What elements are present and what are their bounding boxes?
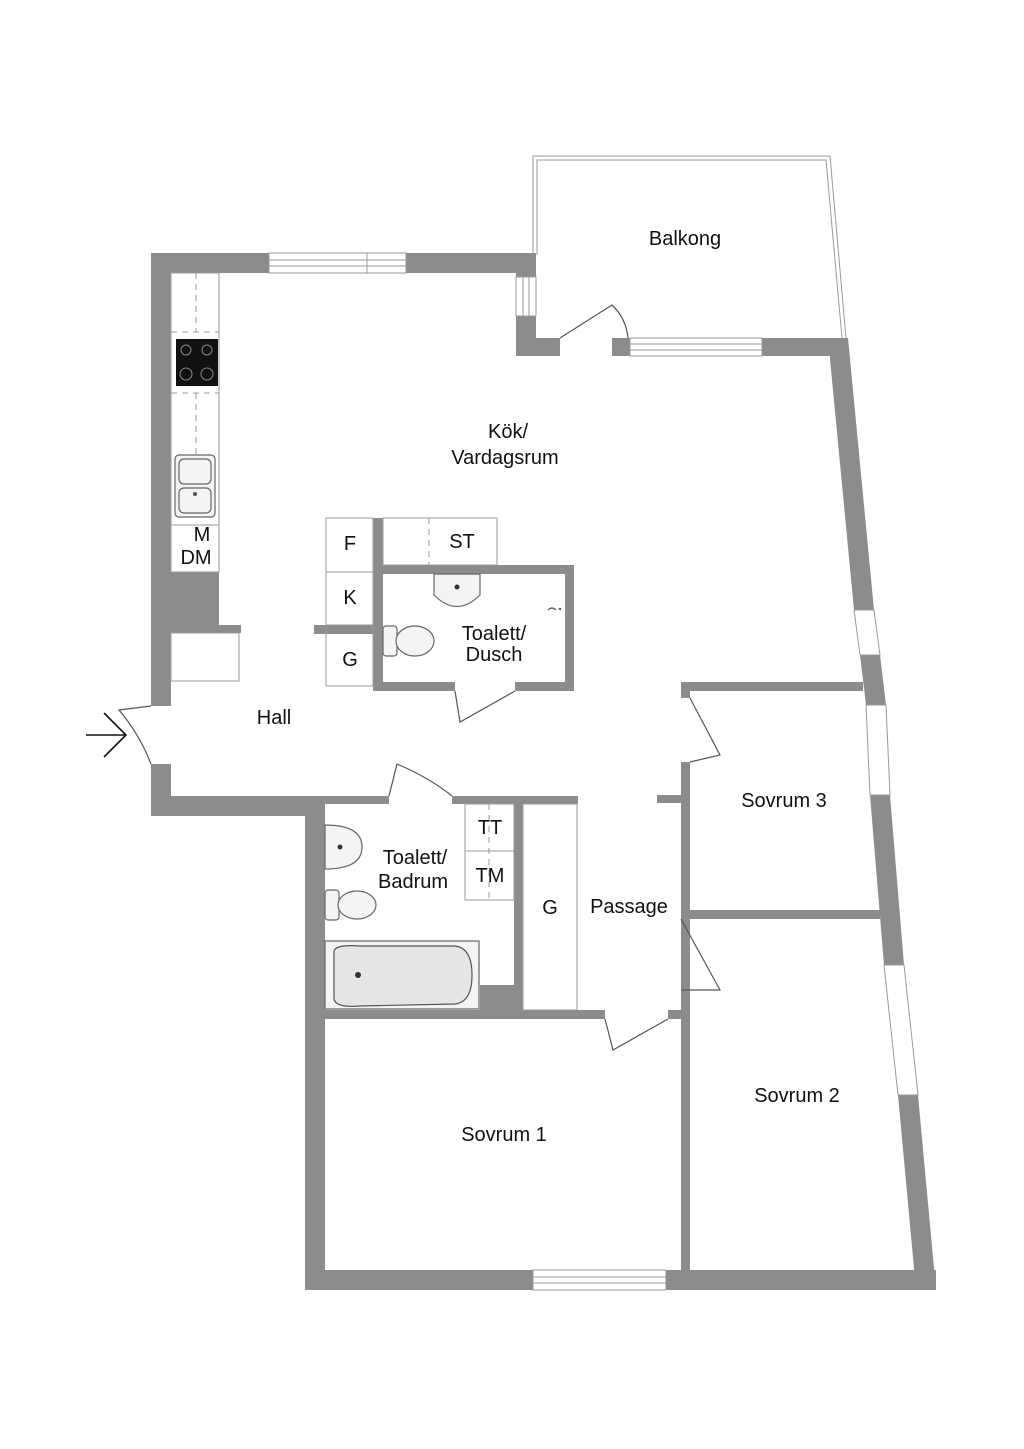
room-label-toalett-badrum-1: Toalett/ (383, 847, 448, 869)
shower-toilet-icon (382, 625, 435, 657)
hall-wardrobe (170, 632, 240, 682)
storage-label-dm: DM (180, 547, 211, 569)
storage-label-k: K (343, 587, 357, 609)
shower-head-icon (547, 607, 562, 611)
room-label-sovrum3: Sovrum 3 (741, 790, 827, 812)
room-label-hall: Hall (257, 707, 291, 729)
bath-toilet-icon (324, 889, 377, 921)
storage-label-m: M (194, 524, 211, 546)
room-label-toalett-dusch-1: Toalett/ (462, 623, 527, 645)
room-label-vardagsrum: Vardagsrum (451, 447, 558, 469)
bathtub-icon (324, 940, 480, 1010)
windows (268, 252, 919, 1291)
storage-label-g-upper: G (342, 649, 358, 671)
balcony-outline (532, 155, 847, 339)
doors (117, 304, 722, 1051)
entrance-arrow-icon (86, 712, 128, 758)
shower-sink-icon (433, 573, 481, 608)
storage-label-g-passage: G (542, 897, 558, 919)
room-label-toalett-dusch-2: Dusch (466, 644, 523, 666)
interior-walls (171, 518, 880, 1280)
storage-closets (325, 517, 498, 687)
bath-sink-icon (324, 824, 363, 870)
passage-closet (522, 803, 578, 1011)
room-label-balkong: Balkong (649, 228, 721, 250)
outer-walls (151, 253, 936, 1290)
room-label-toalett-badrum-2: Badrum (378, 871, 448, 893)
room-label-sovrum1: Sovrum 1 (461, 1124, 547, 1146)
kitchen-sink-icon (174, 454, 216, 518)
room-label-sovrum2: Sovrum 2 (754, 1085, 840, 1107)
kitchen-counter (170, 272, 220, 573)
room-label-kok: Kök/ (488, 421, 528, 443)
storage-label-tt: TT (478, 817, 502, 839)
storage-label-f: F (344, 533, 356, 555)
storage-label-st: ST (449, 531, 475, 553)
storage-label-tm: TM (476, 865, 505, 887)
room-label-passage: Passage (590, 896, 668, 918)
stove-icon (176, 339, 218, 386)
bath-storage (464, 803, 515, 901)
